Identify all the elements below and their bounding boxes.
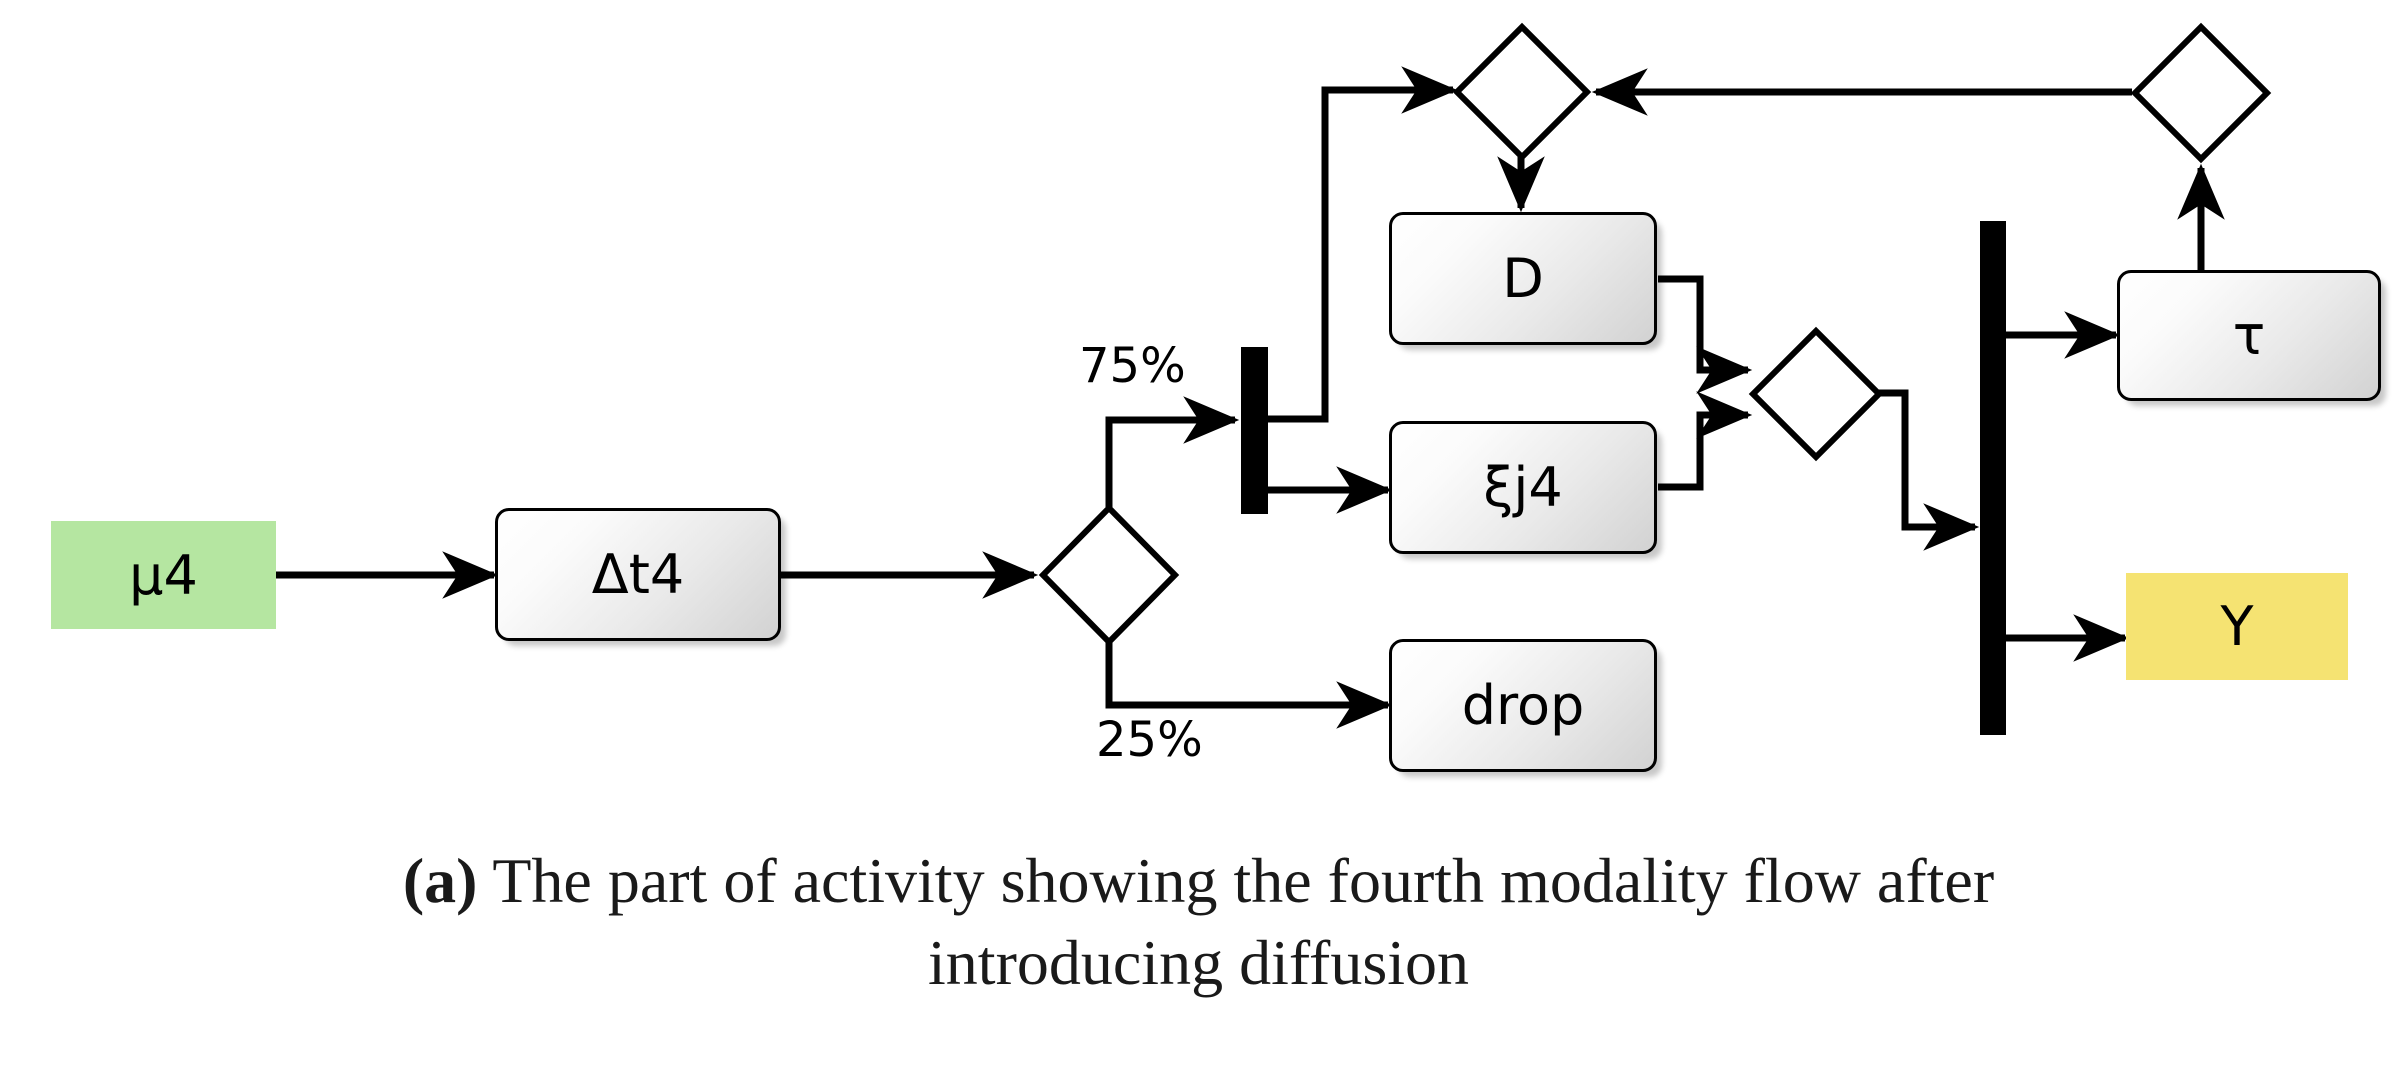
edge-fork-to-merge-top: [1267, 66, 1458, 423]
figure-caption: (a) The part of activity showing the fou…: [0, 840, 2397, 1004]
action-drop[interactable]: drop: [1389, 639, 1657, 772]
edge-decision-to-drop-25: [1105, 641, 1393, 729]
guard-label-25: 25%: [1096, 712, 1203, 768]
start-node-mu4[interactable]: μ4: [51, 521, 276, 629]
merge-diamond-right[interactable]: [2130, 22, 2272, 164]
action-tau[interactable]: τ: [2117, 270, 2381, 401]
caption-tag: (a): [402, 845, 478, 916]
caption-line-1: (a) The part of activity showing the fou…: [0, 840, 2397, 922]
edge-diffusion-to-mergemid: [1658, 275, 1753, 394]
end-node-label: Y: [2220, 595, 2254, 658]
action-delta-t4-label: Δt4: [591, 543, 685, 606]
caption-line-1-text: The part of activity showing the fourth …: [492, 845, 1995, 916]
merge-diamond-top[interactable]: [1452, 22, 1592, 162]
action-diffusion-label: D: [1502, 247, 1544, 310]
merge-diamond-mid[interactable]: [1748, 326, 1884, 462]
activity-diagram: μ4 Δt4 D ξj4 drop τ Y 75% 25%: [51, 22, 2381, 772]
action-xi-j4-label: ξj4: [1483, 456, 1563, 519]
caption-line-2: introducing diffusion: [928, 926, 1469, 998]
guard-label-75: 75%: [1079, 338, 1186, 394]
join-bar[interactable]: [1980, 221, 2006, 735]
action-delta-t4[interactable]: Δt4: [495, 508, 781, 641]
action-xi-j4[interactable]: ξj4: [1389, 421, 1657, 554]
end-node-y[interactable]: Y: [2126, 573, 2348, 680]
fork-bar[interactable]: [1241, 347, 1268, 514]
flow-edges: [276, 66, 2225, 729]
action-diffusion[interactable]: D: [1389, 212, 1657, 345]
edge-xij4-to-mergemid: [1658, 391, 1753, 491]
edge-decision-to-fork-75: [1105, 396, 1240, 507]
edge-mergemid-to-join: [1868, 389, 1980, 551]
decision-diamond[interactable]: [1038, 503, 1180, 647]
action-tau-label: τ: [2232, 304, 2266, 367]
start-node-label: μ4: [129, 543, 198, 607]
action-drop-label: drop: [1461, 674, 1585, 737]
